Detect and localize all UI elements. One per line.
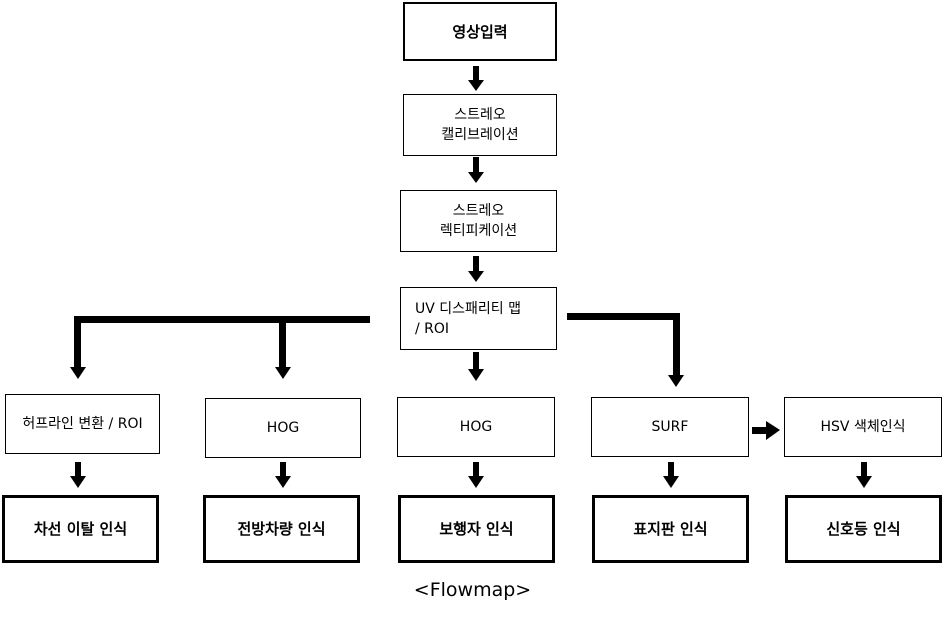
node-input: 영상입력: [403, 2, 557, 61]
diagram-caption: <Flowmap>: [413, 579, 532, 601]
node-disparity-label: UV 디스패리티 맵 / ROI: [415, 300, 522, 337]
node-vehicle: 전방차량 인식: [203, 495, 360, 563]
node-surf: SURF: [591, 397, 749, 457]
arrow-surf-to-sign: [663, 462, 679, 488]
node-hog-2-label: HOG: [459, 419, 493, 435]
arrow-hsv-to-signal: [856, 462, 872, 488]
node-hog-2: HOG: [397, 397, 555, 457]
node-calibration: 스트레오 캘리브레이션: [403, 94, 557, 156]
arrow-hog2-to-pedestrian: [468, 462, 484, 488]
node-rectification: 스트레오 렉티피케이션: [400, 190, 557, 252]
node-traffic-light: 신호등 인식: [785, 495, 942, 563]
node-hog-1-label: HOG: [266, 420, 300, 436]
node-disparity: UV 디스패리티 맵 / ROI: [400, 287, 557, 350]
connector-left-branch: [70, 316, 370, 379]
node-calibration-label: 스트레오 캘리브레이션: [441, 107, 519, 143]
node-pedestrian: 보행자 인식: [398, 495, 555, 563]
node-pedestrian-label: 보행자 인식: [439, 520, 514, 538]
node-vehicle-label: 전방차량 인식: [237, 520, 326, 538]
connector-right-branch: [567, 313, 684, 387]
node-sign: 표지판 인식: [592, 495, 749, 563]
arrow-input-to-calibration: [468, 66, 484, 91]
node-lane-departure-label: 차선 이탈 인식: [33, 520, 128, 538]
node-rectification-label: 스트레오 렉티피케이션: [439, 203, 518, 239]
arrow-calibration-to-rectification: [468, 157, 484, 183]
arrow-hog1-to-vehicle: [275, 462, 291, 488]
node-hough-label: 허프라인 변환 / ROI: [22, 416, 143, 432]
node-input-label: 영상입력: [452, 22, 508, 41]
arrow-disparity-to-hog2: [468, 352, 484, 381]
node-traffic-light-label: 신호등 인식: [826, 520, 901, 538]
node-sign-label: 표지판 인식: [633, 520, 708, 538]
arrow-rectification-to-disparity: [468, 256, 484, 282]
node-surf-label: SURF: [651, 419, 689, 435]
node-hog-1: HOG: [205, 398, 361, 458]
node-hough: 허프라인 변환 / ROI: [5, 394, 160, 454]
arrow-hough-to-lane: [70, 462, 86, 488]
node-hsv-label: HSV 색체인식: [820, 419, 906, 435]
node-hsv: HSV 색체인식: [784, 397, 942, 457]
node-lane-departure: 차선 이탈 인식: [2, 495, 159, 563]
arrow-surf-to-hsv: [752, 421, 780, 440]
